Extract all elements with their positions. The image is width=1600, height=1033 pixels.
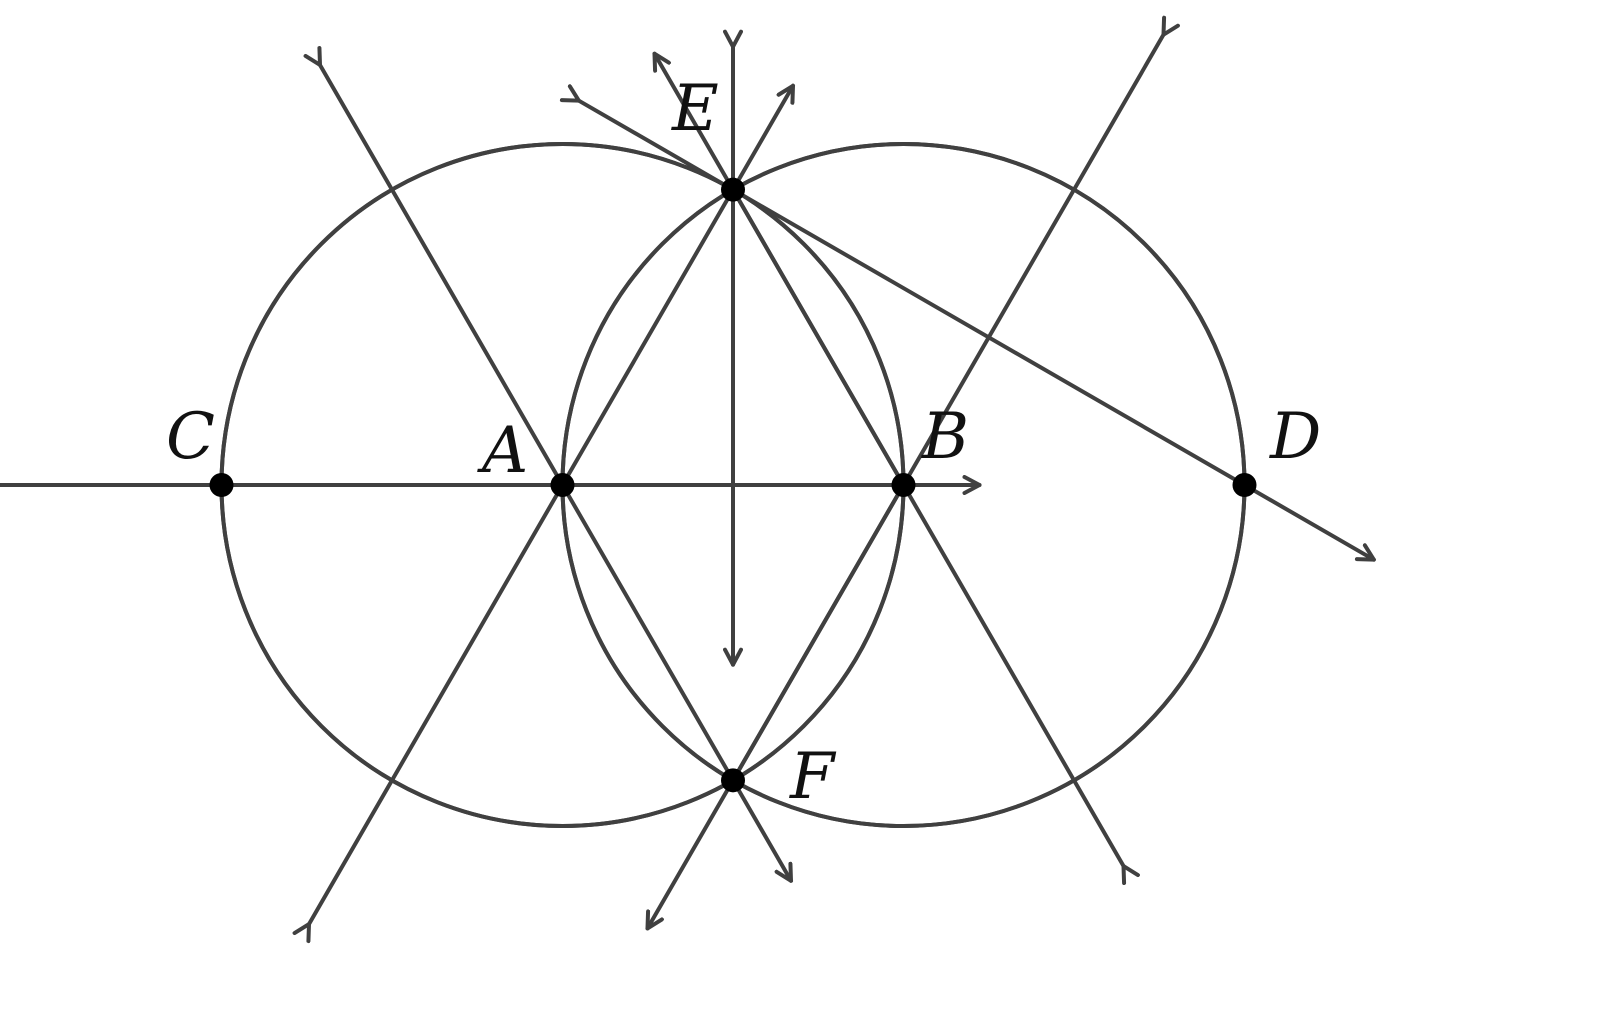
point-B — [891, 473, 916, 497]
segment-BF — [731, 483, 906, 783]
point-D — [1232, 473, 1257, 497]
points — [209, 177, 1257, 793]
label-B: B — [921, 400, 969, 474]
label-E: E — [671, 72, 719, 146]
point-A — [550, 473, 575, 497]
point-F — [721, 768, 745, 793]
point-C — [209, 473, 234, 497]
line-AF — [303, 45, 793, 883]
label-C: C — [166, 400, 215, 474]
point-E — [721, 177, 745, 202]
label-F: F — [789, 740, 837, 814]
label-A: A — [477, 414, 528, 488]
label-D: D — [1269, 400, 1321, 474]
segment-EB — [731, 187, 906, 487]
